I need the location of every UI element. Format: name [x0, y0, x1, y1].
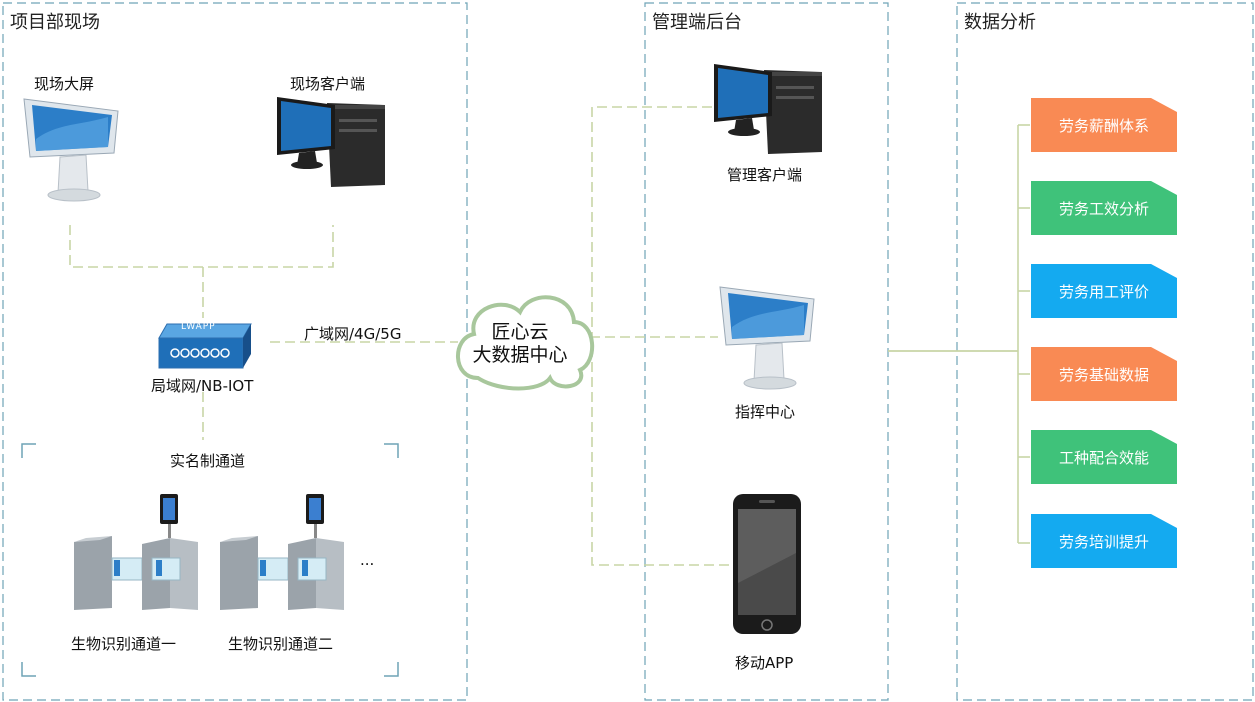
- router-icon: [158, 323, 252, 369]
- analysis-tag-efficiency: 劳务工效分析: [1031, 181, 1177, 235]
- admin-section-title: 管理端后台: [652, 12, 742, 33]
- analysis-bracket: [1017, 124, 1030, 544]
- mobile-app-label: 移动APP: [735, 654, 794, 672]
- site-section-title: 项目部现场: [10, 12, 100, 33]
- command-center-label: 指挥中心: [735, 403, 796, 421]
- cloud-label: 匠心云 大数据中心: [470, 321, 570, 367]
- analysis-tag-basic-data: 劳务基础数据: [1031, 347, 1177, 401]
- analysis-tag-salary: 劳务薪酬体系: [1031, 98, 1177, 152]
- wan-label: 广域网/4G/5G: [304, 325, 402, 343]
- router-label: 局域网/NB-IOT: [151, 377, 254, 395]
- admin-connectors: [590, 106, 730, 566]
- analysis-tag-label: 劳务用工评价: [1058, 282, 1149, 301]
- cloud-line2: 大数据中心: [472, 344, 568, 366]
- channel-group-brackets: [21, 443, 399, 677]
- cloud-icon: [456, 295, 594, 391]
- gate1-label: 生物识别通道一: [71, 635, 177, 653]
- kiosk-screen-icon: [719, 286, 815, 390]
- channel-group-label: 实名制通道: [170, 452, 246, 470]
- desktop-computer-icon: [277, 97, 385, 187]
- more-gates-label: ...: [360, 551, 375, 569]
- site-connectors: [69, 225, 458, 440]
- analysis-tag-label: 劳务培训提升: [1058, 532, 1149, 551]
- turnstile-gate-icon: [220, 494, 344, 610]
- admin-client-label: 管理客户端: [727, 166, 803, 184]
- turnstile-gate-icon: [74, 494, 198, 610]
- analysis-tag-label: 劳务工效分析: [1058, 199, 1149, 218]
- mobile-phone-icon: [733, 494, 801, 634]
- site-client-label: 现场客户端: [290, 75, 366, 93]
- analysis-tag-trade-coordination: 工种配合效能: [1031, 430, 1177, 484]
- gate2-label: 生物识别通道二: [228, 635, 334, 653]
- analysis-tag-evaluation: 劳务用工评价: [1031, 264, 1177, 318]
- big-screen-label: 现场大屏: [34, 75, 95, 93]
- desktop-computer-icon: [714, 64, 822, 154]
- cloud-line1: 匠心云: [491, 321, 549, 343]
- kiosk-screen-icon: [23, 98, 119, 202]
- analysis-tag-training: 劳务培训提升: [1031, 514, 1177, 568]
- analysis-frame: [956, 2, 1254, 701]
- router-brand-label: LWAPP: [181, 322, 216, 332]
- analysis-section-title: 数据分析: [964, 12, 1036, 33]
- analysis-tag-label: 劳务薪酬体系: [1058, 116, 1149, 135]
- analysis-tag-label: 工种配合效能: [1058, 448, 1149, 467]
- analysis-tag-label: 劳务基础数据: [1058, 365, 1149, 384]
